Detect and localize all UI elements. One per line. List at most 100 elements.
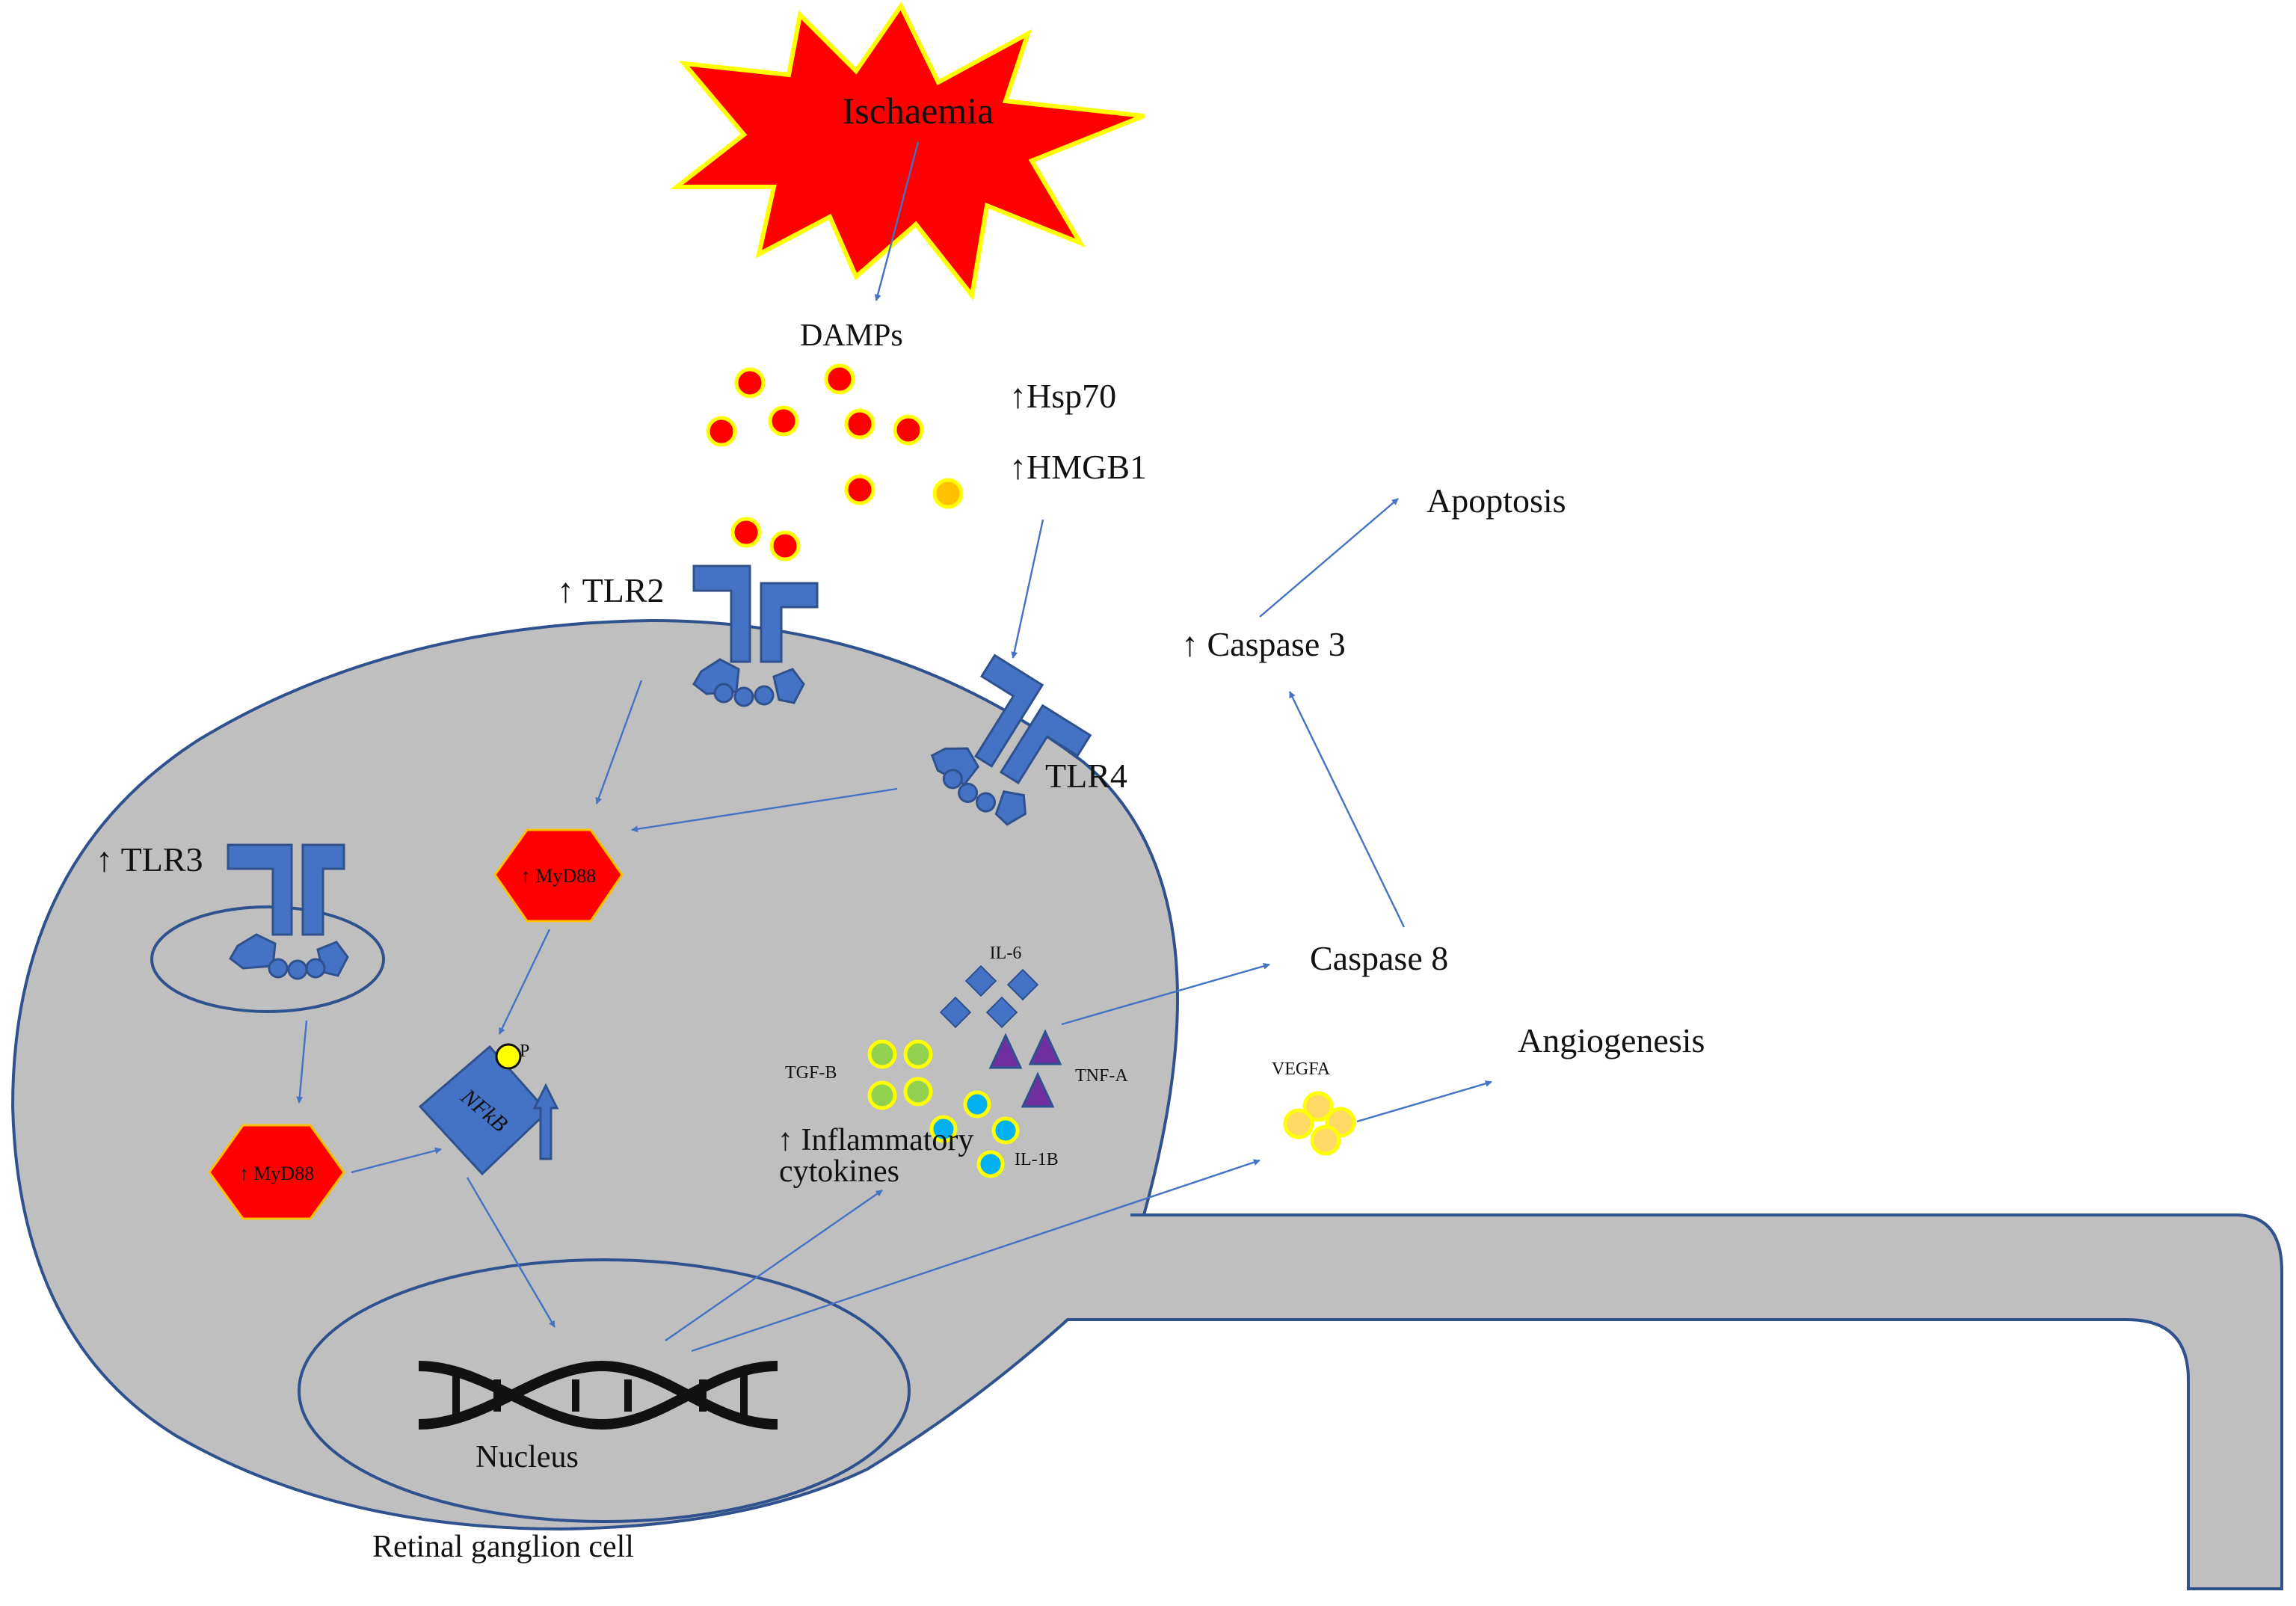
il6-molecules <box>939 964 1039 1029</box>
phosphate-label: P <box>520 1042 529 1061</box>
ischaemia-burst: Ischaemia <box>670 1 1145 301</box>
angiogenesis-label: Angiogenesis <box>1518 1021 1705 1059</box>
vegfa-molecules <box>1283 1091 1356 1156</box>
tlr2-receptor <box>692 564 819 707</box>
damp-particle <box>844 474 875 505</box>
dna-double-helix-icon <box>418 1360 778 1430</box>
damp-particles <box>706 363 964 562</box>
dna-strand <box>418 1360 778 1430</box>
arrow-myd88-to-nfkb <box>498 929 551 1035</box>
arrow-nucleus-to-cytokines <box>665 1190 883 1341</box>
nucleus-label: Nucleus <box>475 1440 579 1474</box>
inflammatory-label-line2: cytokines <box>779 1154 899 1189</box>
tgfb-circle <box>867 1039 897 1069</box>
up-arrow-icon <box>532 1083 559 1160</box>
arrow-caspase8-to-caspase3 <box>1288 691 1406 928</box>
nfkb-complex: NFkB P <box>418 1042 559 1176</box>
tnfa-label: TNF-A <box>1075 1066 1128 1086</box>
vegfa-circle <box>1310 1124 1341 1156</box>
damp-particle <box>824 363 855 395</box>
receptor-domain <box>958 782 979 803</box>
toll-like-receptor-icon <box>227 843 345 936</box>
il1b-circle <box>976 1150 1005 1178</box>
vegfa-circle <box>1283 1108 1314 1139</box>
il1b-circle <box>963 1090 991 1119</box>
damp-particle <box>706 416 737 447</box>
receptor-domain <box>994 790 1027 826</box>
cell-label: Retinal ganglion cell <box>372 1530 634 1564</box>
receptor-domain <box>713 683 734 704</box>
retinal-ganglion-cell <box>10 618 2283 1590</box>
caspase3-label: ↑ Caspase 3 <box>1181 625 1346 663</box>
nfkb-box <box>418 1044 550 1176</box>
phosphate-group <box>495 1043 522 1070</box>
tgfb-circle <box>867 1080 897 1110</box>
receptor-domain <box>976 792 997 813</box>
ischaemia-label: Ischaemia <box>843 90 994 132</box>
il1b-label: IL-1B <box>1015 1150 1059 1169</box>
receptor-domain <box>772 668 805 704</box>
arrow-cytokines-to-caspase8 <box>1061 962 1270 1026</box>
tlr3-receptor <box>227 843 349 980</box>
myd88-lower: ↑ MyD88 <box>208 1124 345 1220</box>
endosome <box>150 905 385 1013</box>
tgfb-circle <box>903 1039 933 1069</box>
arrow-hmgb1-to-tlr4 <box>1011 519 1044 659</box>
damp-particle <box>768 405 799 437</box>
tnfa-triangle <box>1021 1071 1055 1108</box>
arrow-endosome-to-myd88 <box>296 1020 308 1104</box>
myd88-upper-label: ↑ MyD88 <box>521 865 596 887</box>
tnfa-triangle <box>1028 1029 1062 1065</box>
arrows <box>296 141 1492 1353</box>
myd88-upper: ↑ MyD88 <box>493 828 624 923</box>
il6-label: IL-6 <box>990 944 1022 963</box>
damp-particle <box>932 478 964 509</box>
toll-like-receptor-icon <box>974 653 1092 785</box>
damp-particle <box>730 517 762 548</box>
damps-label: DAMPs <box>800 319 903 353</box>
arrow-tlr4-to-myd88 <box>631 787 898 833</box>
receptor-domain <box>733 686 754 707</box>
hmgb1-label: ↑HMGB1 <box>1009 448 1147 486</box>
arrow-nfkb-to-nucleus <box>466 1177 556 1328</box>
damp-particle <box>844 408 875 440</box>
receptor-domain <box>305 958 326 979</box>
tnfa-triangle <box>988 1033 1023 1069</box>
il1b-molecules <box>929 1090 1020 1178</box>
apoptosis-label: Apoptosis <box>1426 482 1566 520</box>
tgfb-circle <box>903 1077 933 1107</box>
vegfa-label: VEGFA <box>1272 1059 1331 1079</box>
myd88-lower-label: ↑ MyD88 <box>239 1163 314 1184</box>
il1b-circle <box>991 1116 1020 1145</box>
tnfa-molecules <box>988 1029 1062 1108</box>
tlr4-label: TLR4 <box>1045 757 1127 795</box>
damp-particle <box>734 367 766 399</box>
hsp70-label: ↑Hsp70 <box>1009 377 1116 415</box>
tlr2-label: ↑ TLR2 <box>557 571 665 609</box>
il1b-circle <box>929 1115 958 1143</box>
nucleus <box>298 1258 911 1523</box>
arrow-myd88-to-nfkb-lower <box>351 1147 442 1174</box>
tgfb-molecules <box>867 1039 933 1110</box>
arrow-ischaemia-to-damps <box>874 141 920 301</box>
explosion-burst-icon <box>670 1 1145 301</box>
tgfb-label: TGF-B <box>785 1063 837 1083</box>
cell-membrane <box>10 618 2283 1590</box>
vegfa-circle <box>1302 1091 1334 1122</box>
receptor-domain <box>942 769 963 790</box>
tlr4-receptor <box>930 653 1092 826</box>
receptor-domain <box>287 959 308 980</box>
il6-diamond <box>985 996 1018 1029</box>
arrow-nucleus-to-vegfa <box>691 1159 1261 1353</box>
myd88-hexagon <box>208 1124 345 1220</box>
il6-diamond <box>1006 968 1039 1001</box>
inflammatory-label-line1: ↑ Inflammatory <box>778 1123 973 1157</box>
receptor-domain <box>754 685 775 706</box>
arrow-vegfa-to-angiogenesis <box>1356 1080 1492 1123</box>
myd88-hexagon <box>493 828 624 923</box>
arrow-tlr2-to-myd88 <box>595 680 643 804</box>
arrow-caspase3-to-apoptosis <box>1259 498 1399 618</box>
caspase8-label: Caspase 8 <box>1310 939 1448 977</box>
tlr3-label: ↑ TLR3 <box>96 840 203 879</box>
